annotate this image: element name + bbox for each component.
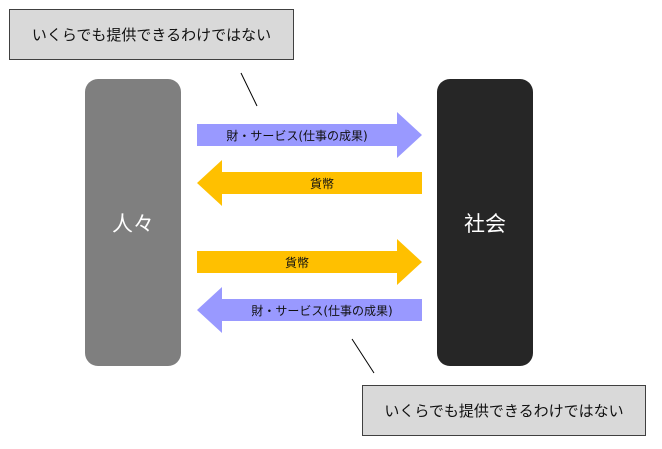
arrow-money-to-society [197, 239, 422, 285]
arrow-money-to-people-shape [197, 160, 422, 206]
arrow-money-to-society-label: 貨幣 [284, 255, 309, 270]
callout-bottom-connector [351, 338, 375, 374]
arrow-money-to-society-shape [197, 239, 422, 285]
callout-top: いくらでも提供できるわけではない [9, 9, 294, 60]
society-label: 社会 [464, 211, 506, 236]
people-box: 人々 [85, 79, 181, 366]
callout-top-text: いくらでも提供できるわけではない [31, 26, 272, 44]
callout-bottom: いくらでも提供できるわけではない [362, 385, 646, 436]
arrow-goods-to-society-label: 財・サービス(仕事の成果) [226, 128, 368, 143]
arrow-money-to-people-label: 貨幣 [309, 176, 334, 191]
arrow-goods-to-people-label: 財・サービス(仕事の成果) [251, 303, 393, 318]
arrow-goods-to-people [197, 287, 422, 333]
arrow-goods-to-people-shape [197, 287, 422, 333]
callout-top-connector [240, 72, 258, 107]
arrow-goods-to-society [197, 112, 422, 158]
people-label: 人々 [112, 211, 154, 236]
society-box: 社会 [437, 79, 533, 366]
arrow-goods-to-society-shape [197, 112, 422, 158]
callout-bottom-text: いくらでも提供できるわけではない [384, 402, 624, 420]
arrow-money-to-people [197, 160, 422, 206]
